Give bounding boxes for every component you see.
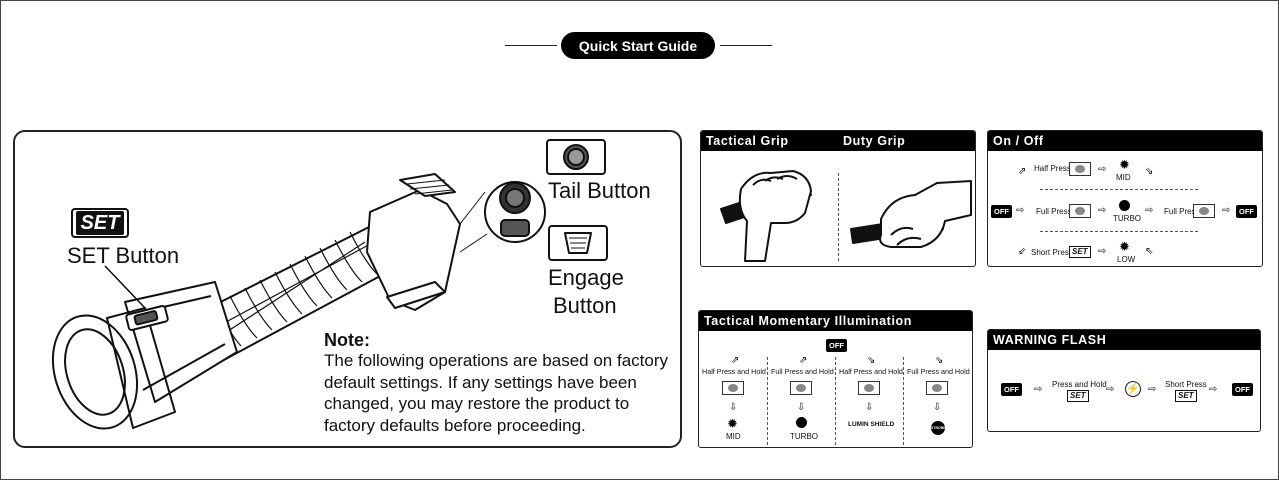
- off-badge: OFF: [1232, 383, 1253, 396]
- press-hold-label: Press and Hold: [1052, 380, 1107, 389]
- sun-icon: ✹: [1119, 239, 1130, 254]
- arrow-icon: ⇨: [1222, 205, 1231, 216]
- divider: [835, 357, 836, 445]
- tail-button-icon: [1069, 204, 1091, 218]
- dot-icon: [1119, 200, 1130, 211]
- flashlight-illustration: [51, 139, 608, 430]
- arrow-icon: ⇗: [731, 355, 740, 366]
- engage-button-label-1: Engage: [548, 265, 624, 290]
- short-press-label: Short Press: [1165, 380, 1207, 389]
- set-badge: SET: [1067, 390, 1089, 402]
- half-press-label: Half Press: [1034, 164, 1071, 173]
- set-badge-text: SET: [75, 211, 125, 235]
- momentary-result-1: MID: [726, 432, 741, 441]
- arrow-icon: ⇨: [1106, 384, 1115, 395]
- divider: [1040, 231, 1198, 232]
- set-badge: SET: [1175, 390, 1197, 402]
- full-press-label: Full Press: [1164, 207, 1200, 216]
- title-rule-right: [720, 45, 772, 46]
- set-badge: SET: [71, 208, 129, 238]
- flashlight-overview-card: SET SET Button Tail Button Engage Button…: [13, 130, 682, 448]
- off-badge: OFF: [991, 205, 1012, 218]
- arrow-icon: ⇨: [1098, 205, 1107, 216]
- set-badge: SET: [1069, 246, 1091, 258]
- arrow-icon: ⇖: [1145, 246, 1154, 257]
- lightning-icon: ⚡: [1125, 381, 1141, 397]
- arrow-icon: ⇩: [865, 402, 874, 413]
- tail-button-icon: [790, 381, 812, 395]
- page-title: Quick Start Guide: [561, 32, 715, 59]
- momentary-action-4: Full Press and Hold: [907, 367, 970, 376]
- arrow-icon: ⇗: [799, 355, 808, 366]
- divider: [1040, 189, 1198, 190]
- tail-button-icon: [1193, 204, 1215, 218]
- engage-button-icon: [926, 381, 948, 395]
- turbo-label: TURBO: [1113, 214, 1141, 223]
- duty-grip-title: Duty Grip: [843, 134, 906, 148]
- note-title: Note:: [324, 330, 370, 350]
- momentary-panel-header: Tactical Momentary Illumination: [699, 311, 972, 331]
- engage-button-icon: [858, 381, 880, 395]
- arrow-icon: ⇨: [1098, 246, 1107, 257]
- sun-icon: ✹: [727, 416, 738, 431]
- arrow-icon: ⇘: [1145, 166, 1154, 177]
- note-text: The following operations are based on fa…: [324, 351, 668, 435]
- arrow-icon: ⇨: [1148, 384, 1157, 395]
- onoff-panel: On / Off ⇗ Half Press ⇨ ✹ MID ⇘ OFF ⇨ Fu…: [987, 130, 1263, 267]
- short-press-label: Short Press: [1031, 248, 1073, 257]
- arrow-icon: ⇨: [1034, 384, 1043, 395]
- arrow-icon: ⇩: [797, 402, 806, 413]
- momentary-action-3: Half Press and Hold: [839, 367, 903, 376]
- divider: [903, 357, 904, 445]
- tail-button-icon: [1069, 162, 1091, 176]
- momentary-result-2: TURBO: [790, 432, 818, 441]
- set-button-label: SET Button: [67, 243, 180, 268]
- arrow-icon: ⇙: [1018, 246, 1027, 257]
- onoff-panel-header: On / Off: [988, 131, 1262, 151]
- low-label: LOW: [1117, 255, 1136, 264]
- off-badge: OFF: [1001, 383, 1022, 396]
- arrow-icon: ⇨: [1145, 205, 1154, 216]
- mid-label: MID: [1116, 173, 1131, 182]
- off-badge: OFF: [1236, 205, 1257, 218]
- arrow-icon: ⇨: [1016, 205, 1025, 216]
- grip-panel: Tactical Grip Duty Grip: [700, 130, 976, 267]
- arrow-icon: ⇨: [1209, 384, 1218, 395]
- off-badge: OFF: [826, 339, 847, 352]
- tail-button-label: Tail Button: [548, 178, 651, 203]
- momentary-panel: Tactical Momentary Illumination OFF ⇗ Ha…: [698, 310, 973, 448]
- momentary-action-2: Full Press and Hold: [771, 367, 834, 376]
- warning-panel: WARNING FLASH OFF ⇨ Press and Hold SET ⇨…: [987, 329, 1261, 432]
- arrow-icon: ⇨: [1098, 164, 1107, 175]
- arrow-icon: ⇘: [935, 355, 944, 366]
- grip-divider: [838, 173, 839, 261]
- grip-illustrations: [720, 170, 972, 262]
- warning-panel-header: WARNING FLASH: [988, 330, 1260, 350]
- arrow-icon: ⇩: [933, 402, 942, 413]
- sun-icon: ✹: [1119, 157, 1130, 172]
- arrow-icon: ⇗: [1018, 166, 1027, 177]
- tail-button-icon: [722, 381, 744, 395]
- arrow-icon: ⇩: [729, 402, 738, 413]
- divider: [767, 357, 768, 445]
- tactical-grip-title: Tactical Grip: [706, 134, 789, 148]
- grip-panel-header: Tactical Grip Duty Grip: [701, 131, 975, 151]
- arrow-icon: ⇘: [867, 355, 876, 366]
- momentary-action-1: Half Press and Hold: [702, 367, 766, 376]
- strobe-icon: STROBE: [931, 421, 946, 435]
- full-press-label: Full Press: [1036, 207, 1072, 216]
- engage-button-label-2: Button: [553, 293, 617, 318]
- title-rule-left: [505, 45, 557, 46]
- dot-icon: [796, 417, 807, 428]
- shield-icon: LUMIN SHIELD: [848, 421, 895, 428]
